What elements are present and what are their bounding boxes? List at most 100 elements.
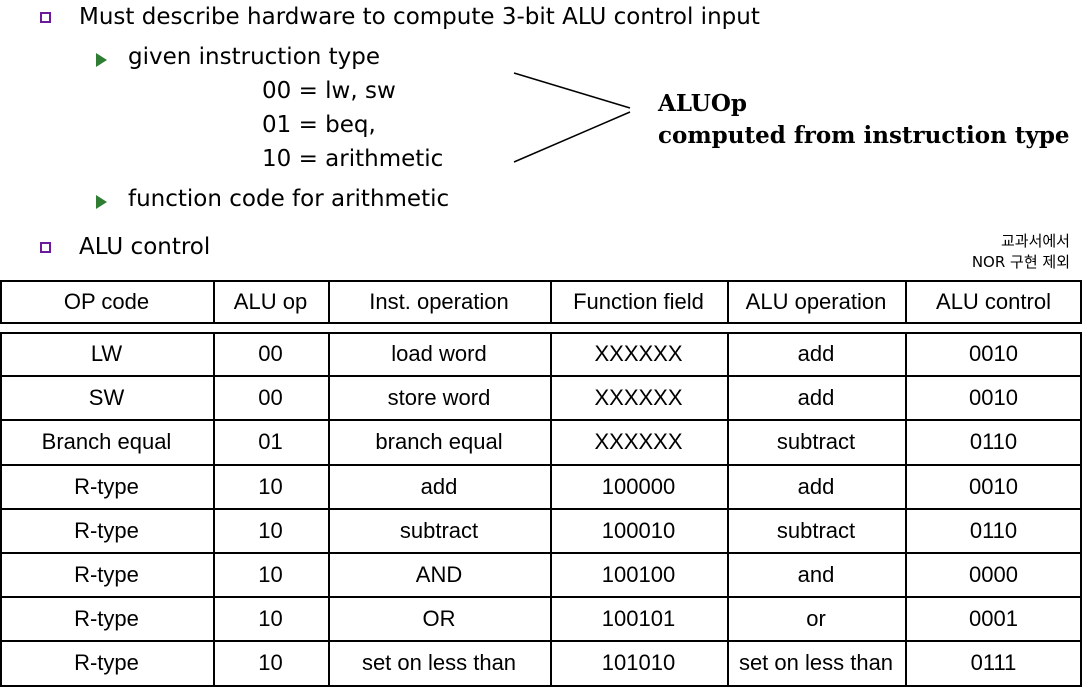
table-row: LW 00 load word XXXXXX add 0010 — [0, 332, 1082, 376]
cell-function-field: XXXXXX — [594, 385, 683, 411]
cell-inst-operation: OR — [422, 606, 456, 632]
bullet-main-2: ALU control — [79, 234, 211, 260]
square-bullet-icon — [40, 12, 51, 23]
code-line-2: 01 = beq, — [262, 112, 376, 138]
cell-alu-operation: subtract — [776, 517, 856, 543]
cell-alu-operation: subtract — [776, 429, 856, 455]
table-line — [0, 552, 1082, 554]
table-line — [0, 322, 1082, 324]
note-line-2: NOR 구현 제외 — [971, 253, 1070, 271]
bullet-sub-2: function code for arithmetic — [128, 186, 450, 212]
header-alu-op: ALU op — [233, 289, 308, 314]
header-alu-operation: ALU operation — [745, 289, 887, 314]
cell-function-field: 100100 — [601, 562, 676, 587]
cell-alu-operation: and — [797, 562, 835, 587]
cell-alu-op: 10 — [258, 473, 283, 499]
cell-function-field: XXXXXX — [594, 429, 683, 455]
table-line — [905, 280, 907, 324]
alu-control-table: OP code ALU op Inst. operation Function … — [0, 280, 1082, 687]
bracket-lines — [513, 72, 631, 163]
header-alu-control: ALU control — [936, 289, 1051, 314]
table-line — [0, 684, 1082, 687]
cell-inst-operation: load word — [391, 341, 487, 366]
cell-alu-op: 00 — [258, 385, 283, 411]
cell-alu-op: 10 — [258, 650, 283, 676]
table-line — [0, 596, 1082, 599]
cell-alu-control: 0001 — [969, 606, 1018, 632]
triangle-bullet-icon — [96, 53, 107, 67]
table-line — [0, 280, 1082, 282]
cell-op-code: Branch equal — [41, 429, 172, 455]
table-line — [727, 280, 729, 324]
cell-inst-operation: branch equal — [375, 429, 503, 455]
table-row: Branch equal 01 branch equal XXXXXX subtract… — [0, 420, 1082, 464]
bullet-main-1: Must describe hardware to compute 3-bit … — [79, 4, 760, 30]
cell-alu-control: 0110 — [969, 517, 1018, 543]
table-line — [727, 332, 729, 686]
header-function-field: Function field — [573, 289, 704, 314]
cell-op-code: LW — [90, 341, 123, 366]
cell-op-code: R-type — [74, 517, 139, 543]
table-line — [328, 280, 330, 324]
cell-function-field: 100000 — [601, 473, 676, 499]
table-line — [0, 419, 1082, 422]
cell-alu-operation: or — [806, 606, 826, 632]
textbook-note: 교과서에서 NOR 구현 제외 — [972, 231, 1070, 273]
cell-alu-operation: set on less than — [738, 650, 894, 676]
code-line-1: 00 = lw, sw — [262, 78, 396, 104]
cell-alu-op: 01 — [258, 429, 283, 455]
header-op-code: OP code — [63, 289, 150, 314]
cell-alu-op: 10 — [258, 606, 283, 632]
table-line — [328, 332, 330, 686]
triangle-bullet-icon — [96, 195, 107, 209]
cell-alu-control: 0110 — [969, 429, 1018, 455]
cell-alu-op: 10 — [258, 517, 283, 543]
table-line — [213, 280, 215, 324]
header-inst-operation: Inst. operation — [369, 289, 509, 314]
square-bullet-icon — [40, 242, 51, 253]
cell-alu-control: 0010 — [969, 473, 1018, 499]
cell-inst-operation: add — [420, 473, 458, 499]
table-line — [0, 332, 2, 686]
cell-inst-operation: AND — [415, 562, 463, 587]
cell-function-field: 100101 — [601, 606, 676, 632]
code-line-3: 10 = arithmetic — [262, 146, 444, 172]
table-line — [0, 280, 2, 324]
note-line-1: 교과서에서 — [1000, 232, 1070, 250]
cell-op-code: R-type — [74, 562, 139, 587]
table-line — [0, 507, 1082, 510]
cell-function-field: XXXXXX — [594, 341, 683, 366]
table-line — [905, 332, 907, 686]
cell-op-code: R-type — [74, 473, 139, 499]
table-line — [0, 332, 1082, 334]
table-line — [550, 280, 552, 324]
bullet-sub-1: given instruction type — [128, 44, 381, 70]
table-line — [550, 332, 552, 686]
cell-alu-control: 0000 — [969, 562, 1018, 587]
cell-op-code: R-type — [74, 650, 139, 676]
table-header: OP code ALU op Inst. operation Function … — [0, 280, 1082, 324]
callout-title: ALUOp — [658, 90, 747, 117]
table-line — [0, 463, 1082, 466]
cell-alu-op: 00 — [258, 341, 283, 366]
cell-alu-op: 10 — [258, 562, 283, 587]
table-row: R-type 10 AND 100100 and 0000 — [0, 553, 1082, 597]
cell-alu-control: 0010 — [969, 385, 1018, 411]
cell-inst-operation: set on less than — [361, 650, 517, 676]
table-line — [0, 640, 1082, 643]
table-line — [213, 332, 215, 686]
cell-inst-operation: store word — [387, 385, 491, 411]
cell-function-field: 101010 — [601, 650, 676, 676]
cell-alu-control: 0010 — [969, 341, 1018, 366]
table-line — [0, 375, 1082, 378]
cell-inst-operation: subtract — [399, 517, 479, 543]
table-line — [1080, 280, 1082, 324]
table-line — [1080, 332, 1082, 686]
cell-alu-operation: add — [797, 341, 835, 366]
cell-op-code: R-type — [74, 606, 139, 632]
table-row: R-type 10 set on less than 101010 set on les… — [0, 641, 1082, 685]
callout-subtitle: computed from instruction type — [658, 122, 1070, 149]
